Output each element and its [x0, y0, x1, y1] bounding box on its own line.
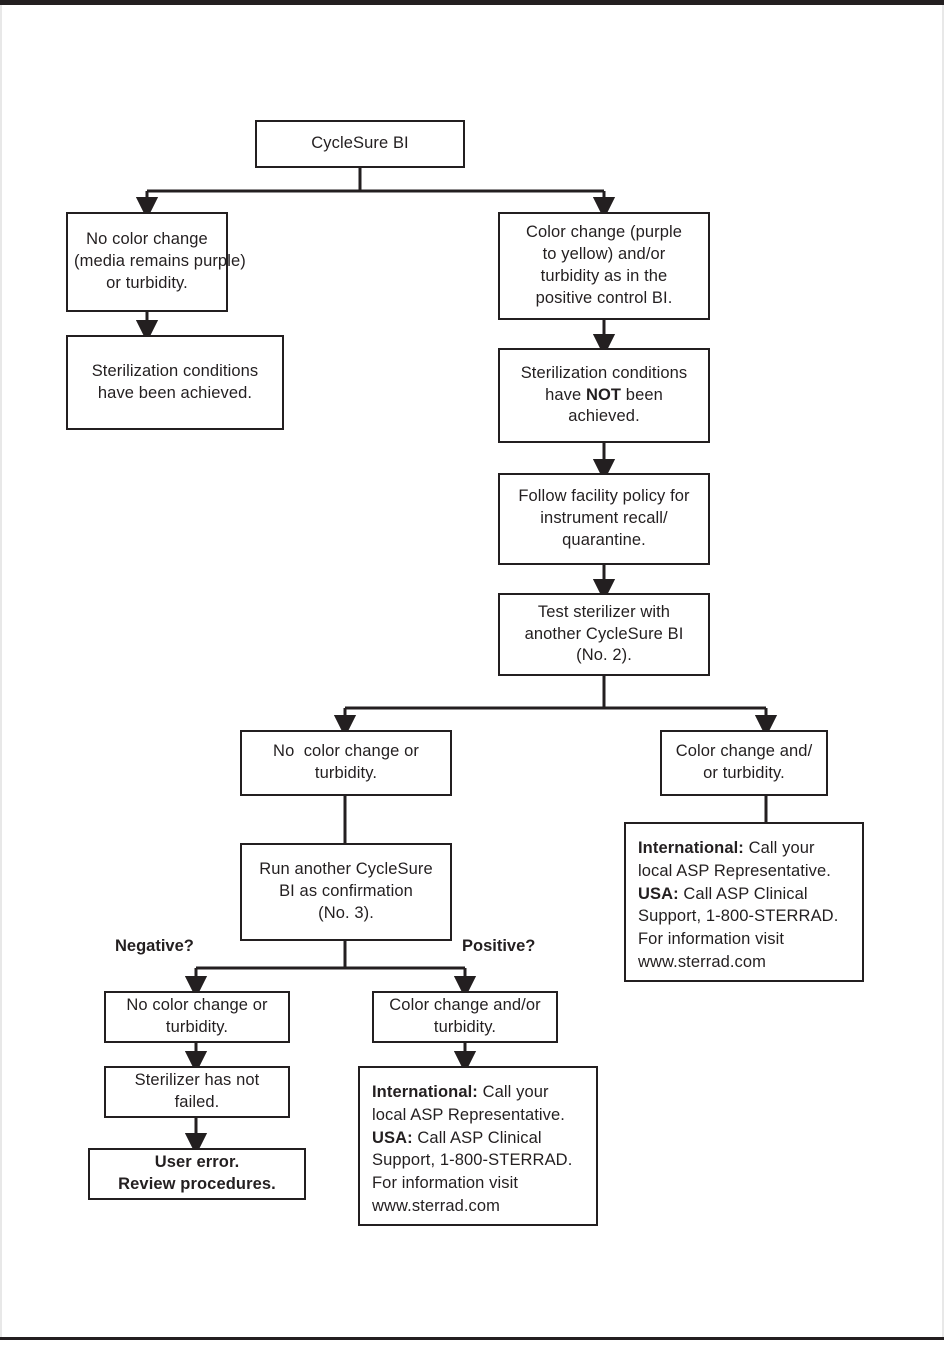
contact-right-line-1: International: Call your [638, 837, 852, 860]
node-bi3-color-change-line-1: Color change and/or [389, 996, 541, 1015]
contact-bottom-line-1: International: Call your [372, 1081, 586, 1104]
node-test-sterilizer-line-3: (No. 2). [576, 646, 632, 665]
page-left-border [0, 5, 2, 1338]
contact-bottom-usa-text: Call ASP Clinical [412, 1128, 542, 1147]
page-right-border [942, 5, 944, 1338]
contact-right-international-text: Call your [743, 839, 815, 857]
node-follow-facility-policy[interactable]: Follow facility policy for instrument re… [498, 473, 710, 565]
node-contact-info-right[interactable]: International: Call your local ASP Repre… [624, 822, 864, 982]
node-sterilizer-not-failed-line-2: failed. [174, 1093, 220, 1111]
node-sterilization-not-achieved-line-1: Sterilization conditions [520, 363, 688, 382]
page-bottom-border [0, 1337, 944, 1340]
node-sterilization-achieved[interactable]: Sterilization conditions have been achie… [66, 335, 284, 430]
node-bi3-no-color-change-line-1: No color change or [126, 996, 268, 1015]
node-follow-facility-policy-line-1: Follow facility policy for [518, 487, 690, 506]
node-no-color-change-line-2: (media remains purple) [74, 252, 246, 271]
contact-right-international-label: International: [638, 839, 744, 857]
node-sterilizer-not-failed[interactable]: Sterilizer has not failed. [104, 1066, 290, 1118]
node-sterilizer-not-failed-line-1: Sterilizer has not [134, 1071, 260, 1090]
contact-bottom-line-3: USA: Call ASP Clinical [372, 1127, 586, 1150]
node-no-color-change-line-1: No color change [86, 230, 208, 249]
contact-right-line-3: USA: Call ASP Clinical [638, 883, 852, 906]
node-sterilization-not-achieved-line-3: achieved. [568, 407, 640, 426]
contact-right-usa-text: Call ASP Clinical [678, 884, 808, 903]
node-run-confirmation[interactable]: Run another CycleSure BI as confirmation… [240, 843, 452, 941]
not-achieved-post: been [621, 385, 663, 404]
contact-bottom-international-label: International: [372, 1083, 478, 1101]
contact-right-line-6: www.sterrad.com [638, 952, 767, 971]
node-sterilization-not-achieved[interactable]: Sterilization conditions have NOT been a… [498, 348, 710, 443]
node-user-error[interactable]: User error. Review procedures. [88, 1148, 306, 1200]
node-sterilization-not-achieved-line-2: have NOT been [506, 385, 702, 407]
edge-label-negative: Negative? [115, 937, 194, 955]
node-run-confirmation-line-3: (No. 3). [318, 903, 374, 922]
node-sterilization-achieved-line-2: have been achieved. [97, 383, 253, 402]
node-test-sterilizer-line-1: Test sterilizer with [537, 602, 671, 621]
contact-bottom-line-6: www.sterrad.com [372, 1196, 501, 1215]
node-sterilization-achieved-line-1: Sterilization conditions [91, 361, 259, 380]
contact-bottom-line-5: For information visit [372, 1174, 519, 1193]
node-color-change-positive-control[interactable]: Color change (purple to yellow) and/or t… [498, 212, 710, 320]
node-user-error-line-1: User error. [154, 1153, 240, 1172]
page-top-border [0, 0, 944, 5]
node-bi2-no-color-change-line-1: No color change or [273, 742, 419, 761]
contact-right-line-5: For information visit [638, 930, 785, 949]
node-bi2-no-color-change[interactable]: No color change or turbidity. [240, 730, 452, 796]
node-bi3-color-change[interactable]: Color change and/or turbidity. [372, 991, 558, 1043]
edge-label-positive: Positive? [462, 937, 536, 955]
node-bi2-color-change[interactable]: Color change and/ or turbidity. [660, 730, 828, 796]
node-start-line-1: CycleSure BI [311, 134, 409, 153]
node-bi3-color-change-line-2: turbidity. [433, 1018, 497, 1036]
contact-bottom-international-text: Call your [477, 1083, 549, 1101]
contact-right-line-4: Support, 1-800-STERRAD. [638, 907, 839, 926]
node-run-confirmation-line-1: Run another CycleSure [259, 860, 433, 879]
node-bi2-color-change-line-1: Color change and/ [675, 742, 813, 761]
contact-bottom-line-4: Support, 1-800-STERRAD. [372, 1151, 573, 1170]
node-no-color-change[interactable]: No color change (media remains purple) o… [66, 212, 246, 312]
node-test-sterilizer-line-2: another CycleSure BI [524, 624, 684, 643]
node-follow-facility-policy-line-3: quarantine. [562, 530, 646, 549]
node-user-error-line-2: Review procedures. [118, 1175, 276, 1193]
contact-bottom-line-2: local ASP Representative. [372, 1105, 565, 1124]
contact-bottom-usa-label: USA: [372, 1128, 413, 1147]
not-achieved-bold: NOT [585, 385, 622, 404]
node-color-change-positive-control-line-2: to yellow) and/or [542, 245, 666, 264]
node-bi2-color-change-line-2: or turbidity. [703, 764, 785, 782]
node-bi3-no-color-change[interactable]: No color change or turbidity. [104, 991, 290, 1043]
node-bi3-no-color-change-line-2: turbidity. [165, 1018, 229, 1036]
not-achieved-pre: have [545, 385, 586, 404]
contact-right-line-2: local ASP Representative. [638, 861, 831, 880]
node-test-sterilizer[interactable]: Test sterilizer with another CycleSure B… [498, 593, 710, 676]
node-color-change-positive-control-line-1: Color change (purple [525, 223, 683, 242]
node-no-color-change-line-3: or turbidity. [106, 273, 188, 292]
node-run-confirmation-line-2: BI as confirmation [279, 882, 413, 901]
contact-right-usa-label: USA: [638, 884, 679, 903]
node-follow-facility-policy-line-2: instrument recall/ [540, 509, 668, 528]
node-start[interactable]: CycleSure BI [255, 120, 465, 168]
node-contact-info-bottom[interactable]: International: Call your local ASP Repre… [358, 1066, 598, 1226]
node-color-change-positive-control-line-4: positive control BI. [535, 288, 673, 307]
node-color-change-positive-control-line-3: turbidity as in the [540, 267, 668, 285]
node-bi2-no-color-change-line-2: turbidity. [314, 764, 378, 782]
